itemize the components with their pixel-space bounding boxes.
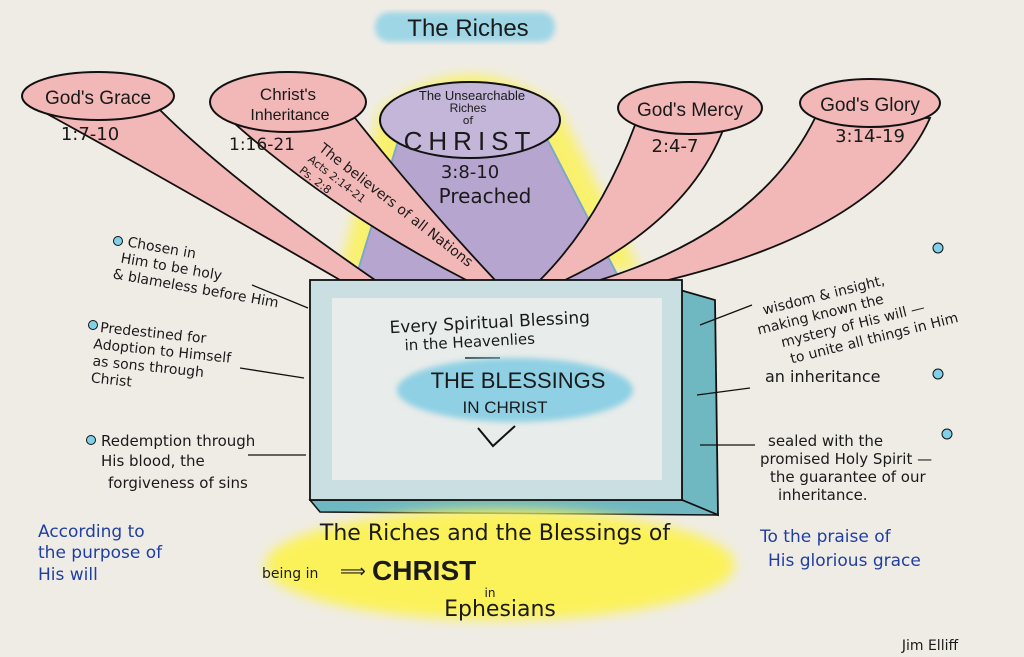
text-line: promised Holy Spirit —	[760, 450, 932, 468]
trumpets	[39, 109, 932, 283]
svg-text:sealed with the promised: sealed with the promised Holy Spirit — t…	[760, 432, 937, 504]
text-line: Christ	[90, 370, 133, 390]
text-line: His will	[38, 565, 98, 585]
svg-text:being in: being in	[262, 566, 318, 582]
title-text: The Riches	[407, 15, 528, 42]
svg-text:Chosen in Him to be holy: Chosen in Him to be holy & blameless bef…	[112, 233, 286, 311]
svg-text:an inheritance: an inheritance	[765, 367, 880, 386]
left-footer: According to the purpose of His will	[38, 522, 168, 585]
svg-text:THE BLESSINGS: THE BLESSINGS	[431, 368, 606, 393]
bullet-icon	[88, 320, 98, 330]
svg-text:CHRIST: CHRIST	[404, 126, 537, 156]
svg-text:in: in	[485, 586, 496, 600]
svg-text:3:14-19: 3:14-19	[835, 126, 905, 147]
text-line: His glorious grace	[768, 551, 921, 571]
svg-text:God's Grace: God's Grace	[45, 88, 151, 109]
text-line: Redemption through	[101, 432, 255, 450]
bubble-gods-grace: God's Grace 1:7-10	[21, 71, 175, 145]
bullet-icon	[113, 236, 123, 246]
svg-text:of: of	[463, 114, 475, 127]
svg-text:Redemption through His b: Redemption through His blood, the forgiv…	[101, 432, 260, 492]
title: The Riches	[375, 12, 555, 42]
svg-text:God's Mercy: God's Mercy	[637, 100, 744, 121]
text-line: According to	[38, 522, 145, 542]
text-line: sealed with the	[768, 432, 883, 450]
right-items: wisdom & insight, making known the myste…	[696, 242, 960, 504]
svg-text:God's Glory: God's Glory	[820, 95, 920, 116]
bullet-icon	[941, 428, 953, 440]
svg-text:Inheritance: Inheritance	[250, 107, 329, 124]
svg-text:The Riches and the Blessings o: The Riches and the Blessings of	[319, 521, 671, 546]
svg-text:IN CHRIST: IN CHRIST	[463, 398, 548, 417]
bottom-title: The Riches and the Blessings of being in…	[262, 510, 735, 622]
text-line: inheritance.	[778, 486, 868, 504]
svg-text:2:4-7: 2:4-7	[652, 136, 699, 157]
text-line: the guarantee of our	[770, 468, 926, 486]
arrow-icon: ⟹	[340, 561, 366, 582]
preached-label: Preached	[439, 184, 532, 208]
bubble-gods-mercy: God's Mercy 2:4-7	[617, 81, 763, 157]
svg-text:Riches: Riches	[450, 101, 487, 115]
text-line: forgiveness of sins	[108, 474, 248, 492]
check-icon	[477, 425, 516, 448]
bubble-gods-glory: God's Glory 3:14-19	[799, 78, 941, 147]
text-line: the purpose of	[38, 543, 163, 563]
blessings-box: Every Spiritual Blessing in the Heavenli…	[308, 279, 719, 517]
bubble-unsearchable-riches: The Unsearchable Riches of CHRIST 3:8-10…	[379, 81, 561, 208]
highlight	[397, 358, 633, 422]
left-items: Chosen in Him to be holy & blameless bef…	[86, 233, 309, 492]
svg-text:3:8-10: 3:8-10	[441, 162, 499, 183]
svg-text:Christ's: Christ's	[260, 85, 316, 104]
svg-text:Ephesians: Ephesians	[444, 597, 556, 622]
svg-text:1:16-21: 1:16-21	[229, 135, 295, 155]
signature: Jim Elliff	[901, 638, 959, 654]
svg-text:wisdom & insight, making: wisdom & insight, making known the myste…	[751, 258, 960, 374]
svg-text:1:7-10: 1:7-10	[61, 124, 119, 145]
box-side	[679, 288, 719, 517]
bullet-icon	[932, 242, 944, 254]
text-line: His blood, the	[101, 452, 205, 470]
bullet-icon	[932, 368, 944, 380]
text-line: To the praise of	[759, 527, 892, 547]
svg-text:The Unsearchable: The Unsearchable	[419, 88, 525, 103]
svg-text:To the praise of His glo: To the praise of His glorious grace	[759, 527, 921, 571]
bullet-icon	[86, 435, 96, 445]
svg-text:According to the purpose: According to the purpose of His will	[38, 522, 168, 585]
right-footer: To the praise of His glorious grace	[759, 527, 921, 571]
svg-text:CHRIST: CHRIST	[372, 555, 476, 586]
svg-text:Predestined for Adoption: Predestined for Adoption to Himself as s…	[89, 320, 238, 402]
